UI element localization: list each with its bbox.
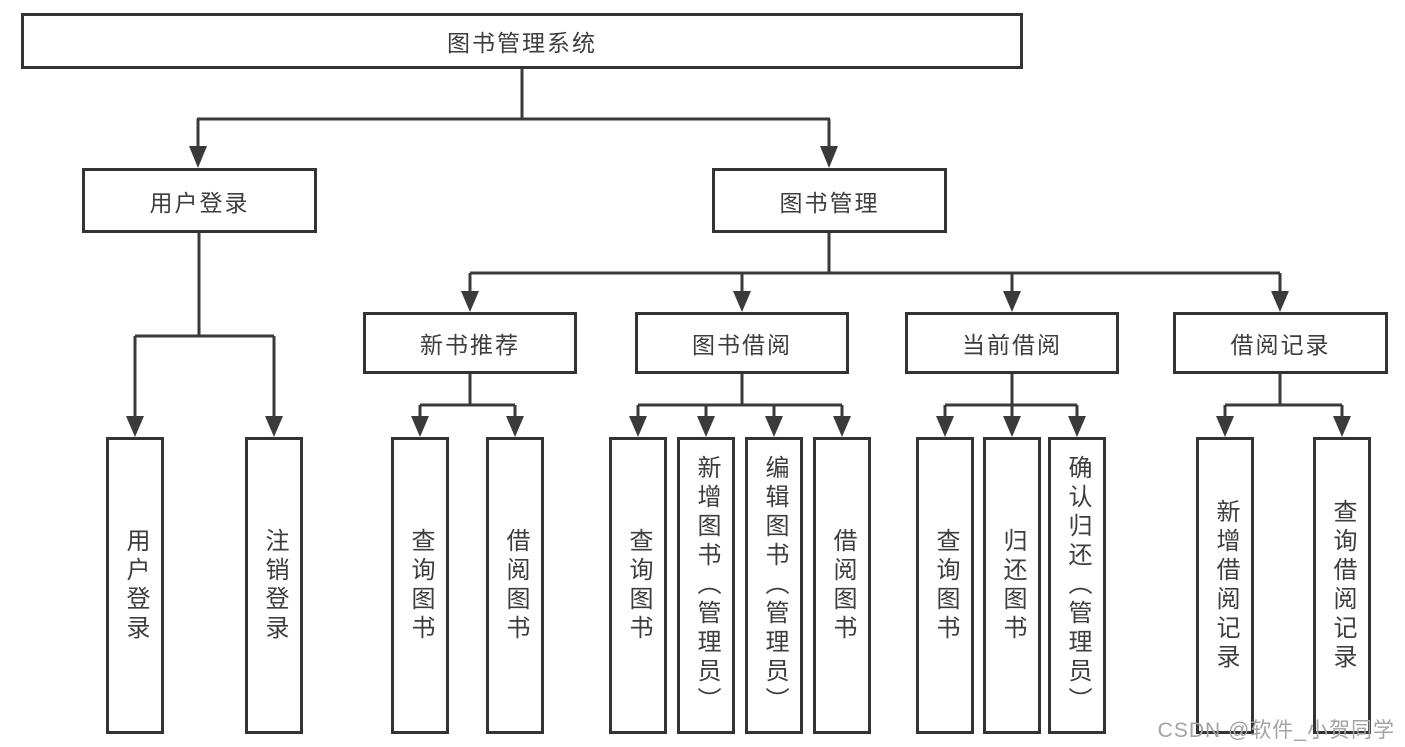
node-label: 借阅记录	[1230, 332, 1331, 358]
arrowhead-icon	[1216, 416, 1234, 437]
node-label: 确认归还（管理员）	[1064, 455, 1091, 716]
node-label: 查询图书	[932, 527, 959, 644]
node-new-book-recommend: 新书推荐	[363, 312, 577, 374]
node-label: 归还图书	[999, 527, 1026, 644]
node-label: 用户登录	[149, 189, 250, 216]
node-label: 新增借阅记录	[1212, 498, 1239, 673]
node-library-system: 图书管理系统	[21, 13, 1023, 69]
node-label: 图书借阅	[692, 332, 792, 358]
arrowhead-icon	[461, 291, 479, 312]
node-borrowing-records: 借阅记录	[1173, 312, 1388, 374]
leaf-edit-books-admin: 编辑图书（管理员）	[745, 437, 803, 734]
node-book-management: 图书管理	[712, 168, 947, 233]
leaf-borrow-books: 借阅图书	[813, 437, 871, 734]
leaf-query-books-current: 查询图书	[916, 437, 974, 734]
arrowhead-icon	[733, 291, 751, 312]
node-label: 图书管理	[779, 189, 880, 216]
leaf-query-borrow-record: 查询借阅记录	[1313, 437, 1371, 734]
arrowhead-icon	[1003, 291, 1021, 312]
leaf-return-books: 归还图书	[983, 437, 1041, 734]
leaf-borrow-books-recommend: 借阅图书	[486, 437, 544, 734]
arrowhead-icon	[1271, 291, 1289, 312]
node-label: 借阅图书	[829, 527, 856, 644]
arrowhead-icon	[126, 416, 144, 437]
leaf-add-borrow-record: 新增借阅记录	[1196, 437, 1254, 734]
node-label: 编辑图书（管理员）	[761, 455, 788, 716]
node-label: 当前借阅	[962, 332, 1062, 358]
arrowhead-icon	[1003, 416, 1021, 437]
node-label: 用户登录	[122, 527, 149, 644]
leaf-user-login: 用户登录	[106, 437, 164, 734]
arrowhead-icon	[765, 416, 783, 437]
arrowhead-icon	[1333, 416, 1351, 437]
arrowhead-icon	[265, 416, 283, 437]
leaf-query-books-borrowing: 查询图书	[609, 437, 667, 734]
node-label: 注销登录	[261, 527, 288, 644]
node-label: 查询图书	[625, 527, 652, 644]
arrowhead-icon	[1068, 416, 1086, 437]
arrowhead-icon	[936, 416, 954, 437]
arrowhead-icon	[697, 416, 715, 437]
arrowhead-icon	[820, 146, 838, 168]
csdn-watermark: CSDN @软件_小贺同学	[1157, 719, 1395, 742]
node-label: 借阅图书	[502, 527, 529, 644]
arrowhead-icon	[629, 416, 647, 437]
arrowhead-icon	[189, 146, 207, 168]
node-label: 新书推荐	[420, 332, 520, 358]
arrowhead-icon	[411, 416, 429, 437]
node-user-login: 用户登录	[82, 168, 317, 233]
arrowhead-icon	[506, 416, 524, 437]
node-book-borrowing: 图书借阅	[635, 312, 849, 374]
node-label: 查询图书	[407, 527, 434, 644]
node-label: 新增图书（管理员）	[693, 455, 720, 716]
leaf-confirm-return-admin: 确认归还（管理员）	[1048, 437, 1106, 734]
leaf-add-books-admin: 新增图书（管理员）	[677, 437, 735, 734]
node-label: 图书管理系统	[447, 30, 597, 56]
node-current-borrowing: 当前借阅	[905, 312, 1119, 374]
node-label: 查询借阅记录	[1329, 498, 1356, 673]
leaf-query-books-recommend: 查询图书	[391, 437, 449, 734]
leaf-logout: 注销登录	[245, 437, 303, 734]
arrowhead-icon	[833, 416, 851, 437]
